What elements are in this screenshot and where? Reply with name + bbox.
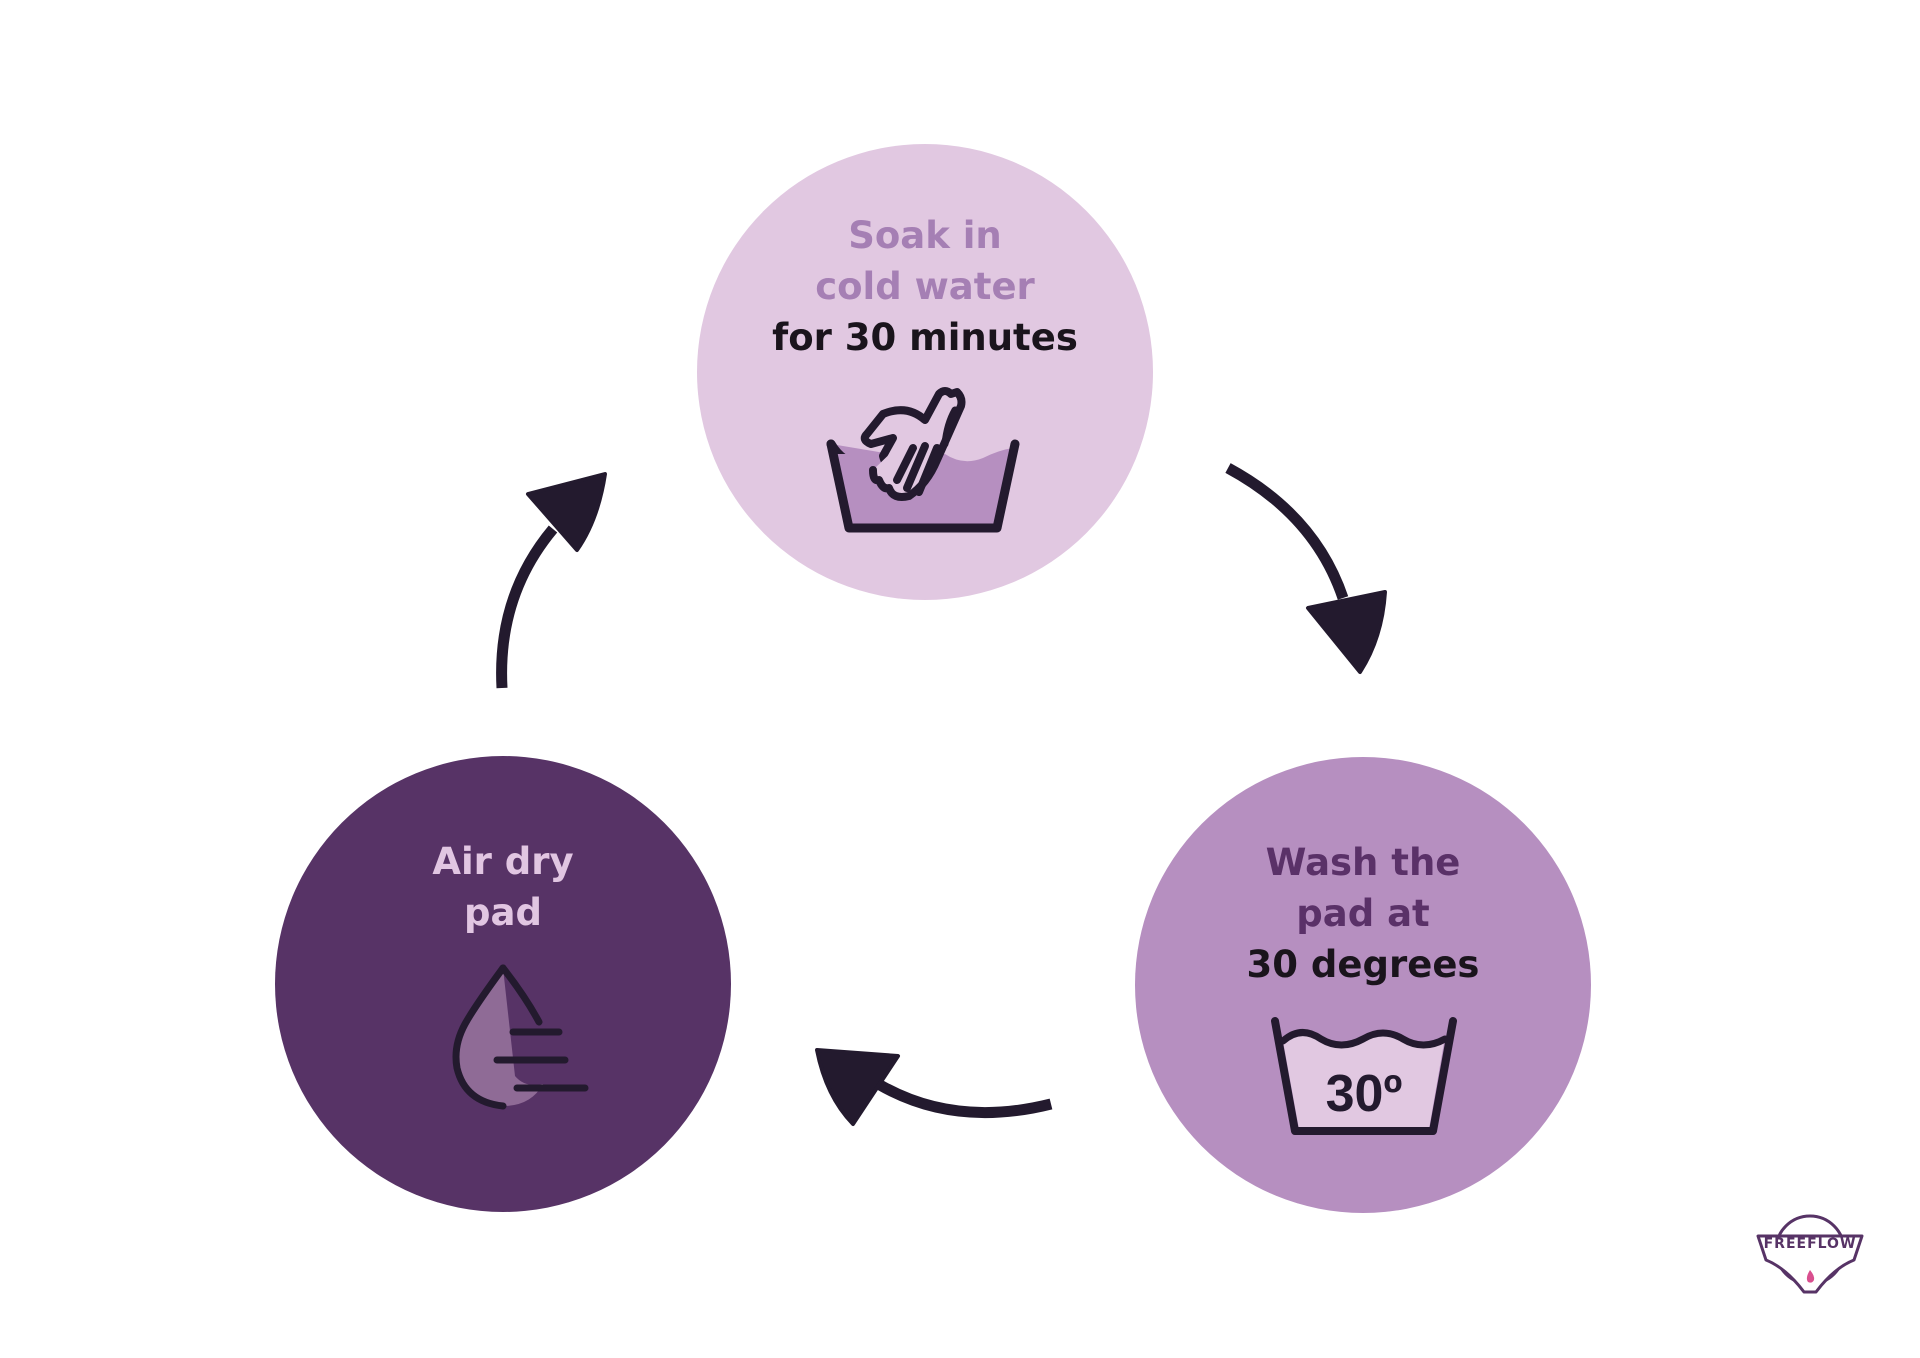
step-wash-line3: 30 degrees [1246, 943, 1480, 986]
step-dry-label: Air dry pad [432, 836, 573, 938]
arrow-soak-to-wash [1225, 463, 1349, 600]
step-soak-line3: for 30 minutes [772, 316, 1078, 359]
wash-temperature-text: 30º [1326, 1065, 1403, 1123]
step-dry-line1: Air dry [432, 840, 574, 883]
step-soak-label: Soak in cold water for 30 minutes [772, 210, 1078, 363]
step-soak-line1: Soak in [848, 214, 1002, 257]
wash-30-degrees-icon: 30º [1271, 1017, 1457, 1135]
step-dry: Air dry pad [275, 756, 731, 1212]
step-wash-line1: Wash the [1265, 841, 1461, 884]
arrow-wash-to-dry [877, 1080, 1053, 1119]
step-dry-line2: pad [464, 891, 542, 934]
arrow-dry-to-soak [496, 525, 558, 689]
step-soak-line2: cold water [815, 265, 1035, 308]
arrow-dry-to-soak-head [526, 472, 607, 552]
air-dry-drop-icon [452, 964, 589, 1110]
arrow-soak-to-wash-head [1306, 590, 1387, 674]
step-wash-line2: pad at [1296, 892, 1430, 935]
step-wash: Wash the pad at 30 degrees 30º [1135, 757, 1591, 1213]
step-soak: Soak in cold water for 30 minutes [697, 144, 1153, 600]
brand-mark-icon [1756, 1214, 1864, 1294]
step-wash-label: Wash the pad at 30 degrees [1247, 837, 1480, 990]
arrow-wash-to-dry-head [815, 1048, 900, 1126]
brand-logo: FREEFLOW [1750, 1206, 1870, 1306]
hand-wash-basin-icon [826, 387, 1020, 533]
brand-name: FREEFLOW [1763, 1236, 1857, 1252]
